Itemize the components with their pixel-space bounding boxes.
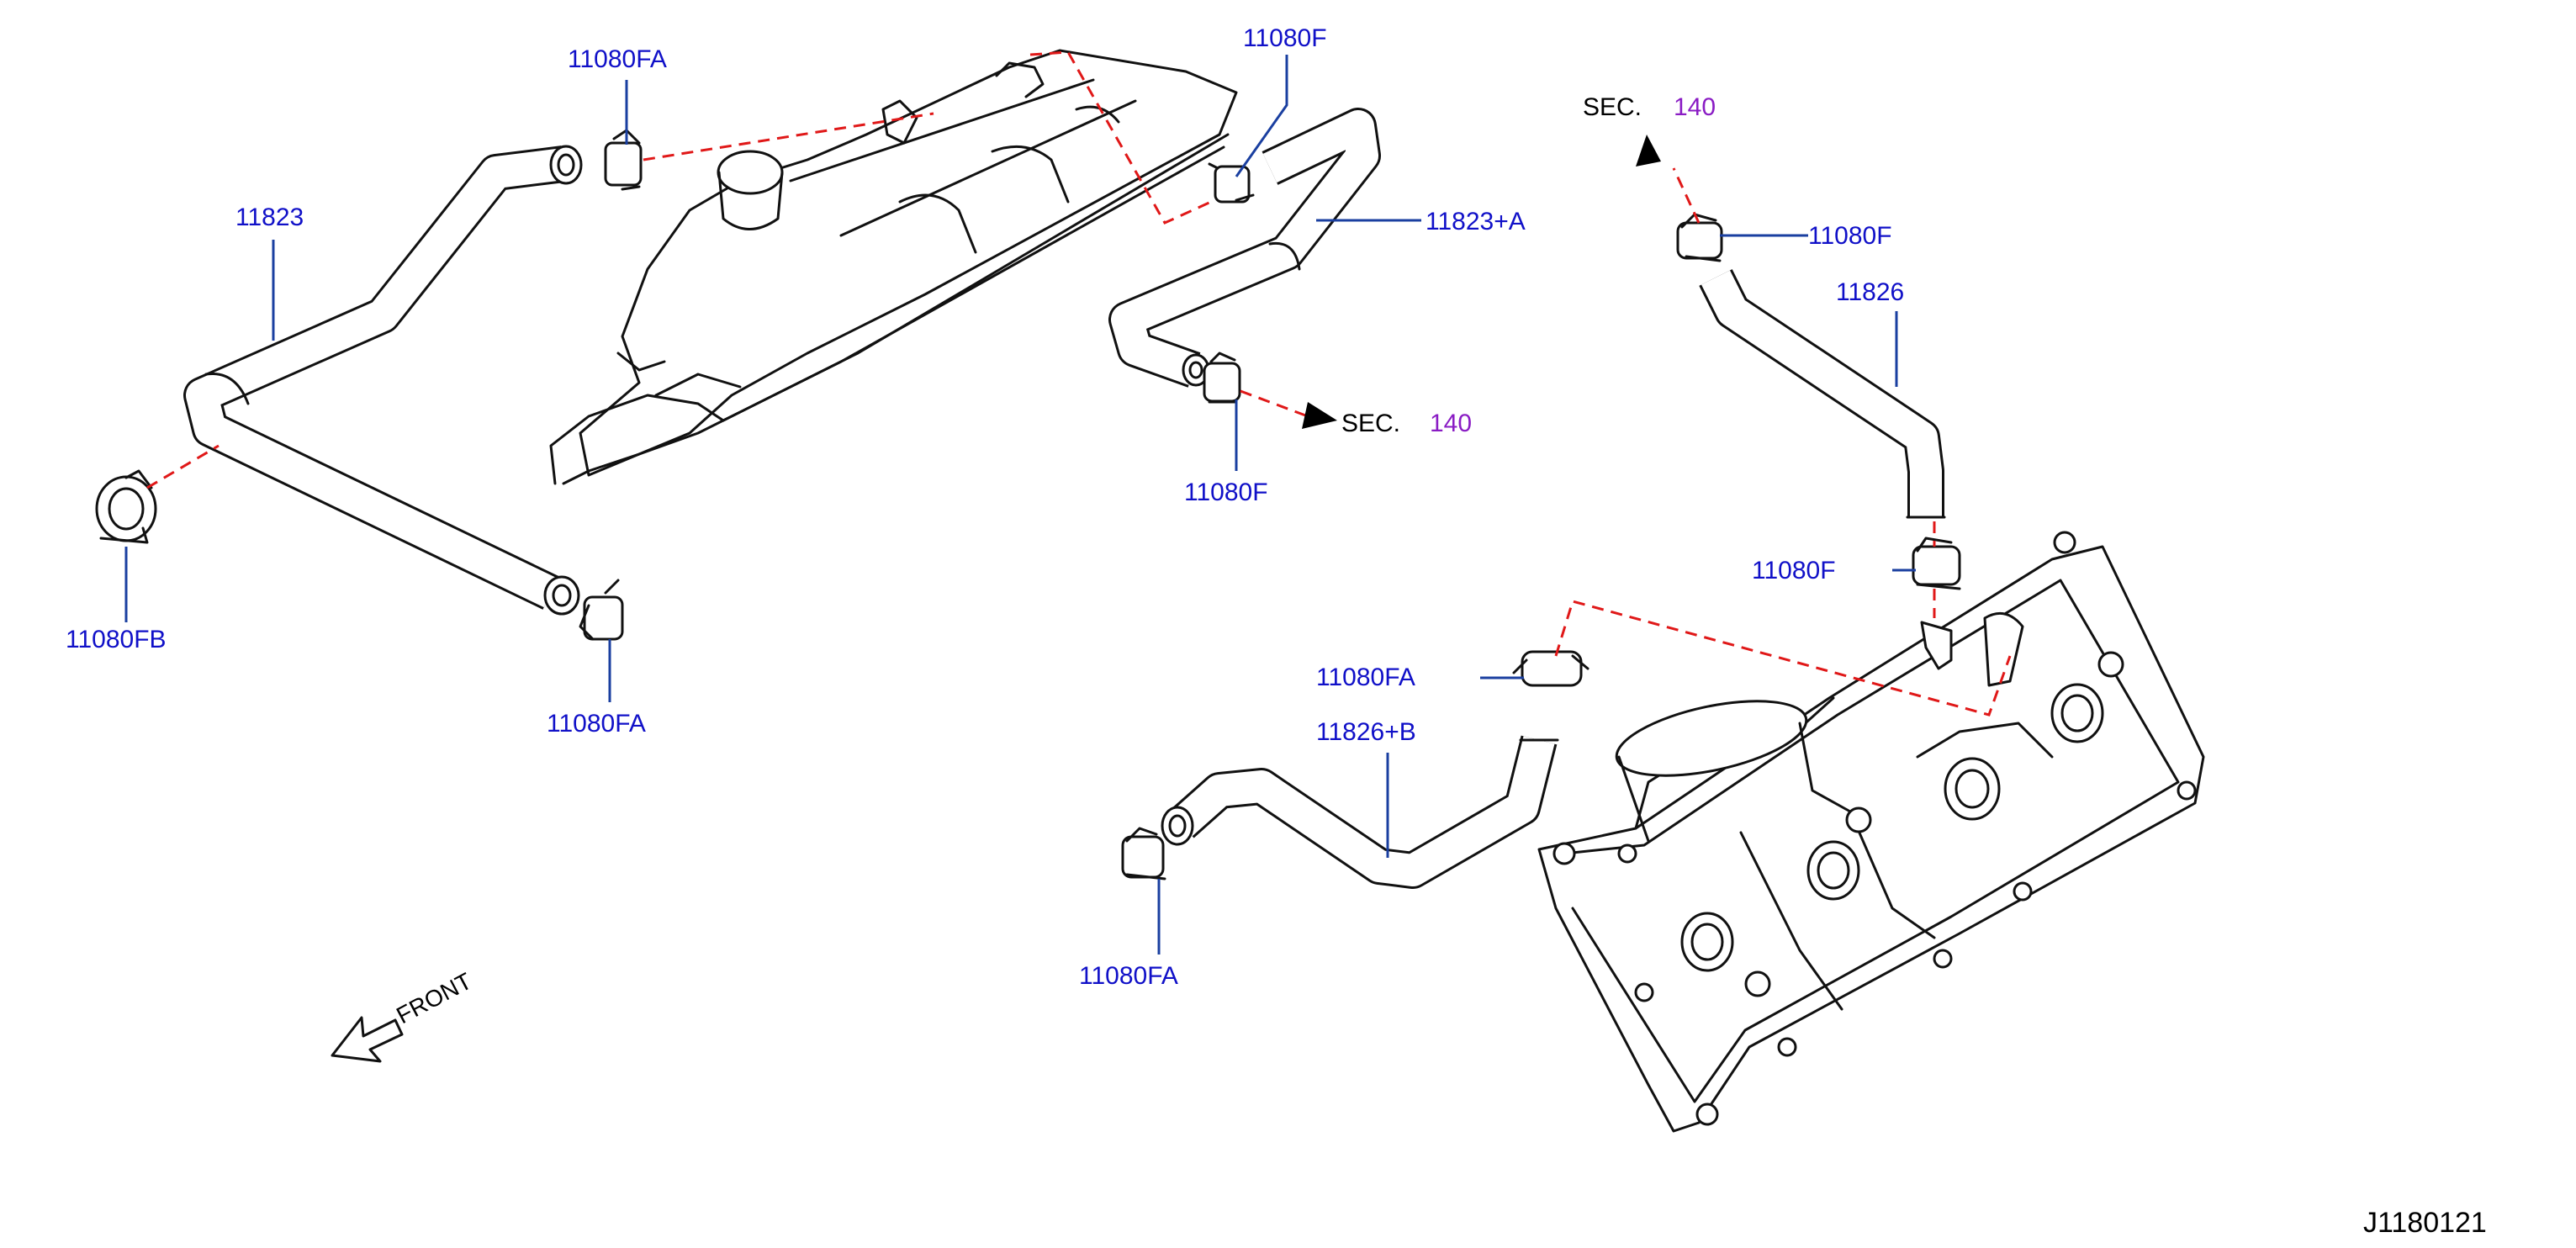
front-arrow-icon [331,1016,404,1063]
label-11823: 11823 [235,204,304,231]
label-11080f-top: 11080F [1243,24,1327,52]
clamp-11080fa-mid [1512,650,1590,687]
hose-11826 [1699,269,1946,519]
clamp-11080f-right [1676,213,1723,262]
label-11826b: 11826+B [1316,718,1416,746]
clamp-11080fa-top [604,129,643,191]
clamp-11080fb [95,469,157,544]
label-11080fa-top: 11080FA [568,45,667,73]
sec-mid-number: 140 [1430,410,1472,437]
clamp-11080f-mid [1203,352,1241,404]
label-11080fa-left: 11080FA [547,710,646,738]
diagram-code: J1180121 [2363,1207,2487,1239]
section-references: SEC. 140 SEC. 140 [1341,93,1716,437]
sec-mid-text: SEC. [1341,410,1400,437]
right-rocker-cover [1537,531,2205,1133]
sec-top-text: SEC. [1583,93,1642,121]
clamp-11080fa-bottom [1121,827,1166,880]
part-labels: 11823 11080FA 11080FB 11080FA 11080F 118… [66,24,1904,990]
clamp-11080fa-left [579,579,624,641]
left-rocker-cover [549,49,1238,485]
arrow-to-sec-mid [1302,402,1337,429]
label-11080f-mid: 11080F [1184,479,1268,506]
arrow-to-sec-top [1636,135,1661,167]
label-11080fa-mid: 11080FA [1316,664,1415,691]
label-11080fb: 11080FB [66,626,167,653]
hose-11823 [183,145,583,616]
clamp-11080f-cover [1912,537,1961,590]
label-11826: 11826 [1836,278,1904,306]
sec-top-number: 140 [1674,93,1716,121]
label-11080f-right: 11080F [1808,222,1892,250]
clamp-11080f-top [1208,162,1255,204]
front-label: FRONT [392,968,476,1029]
label-11080fa-bottom: 11080FA [1079,962,1178,990]
hose-11823a [1108,108,1381,388]
dashed-connections [146,50,2012,717]
label-11823a: 11823+A [1426,208,1526,235]
leader-lines [124,55,1916,955]
label-11080f-cover: 11080F [1752,557,1836,584]
hose-11826b [1161,735,1559,889]
